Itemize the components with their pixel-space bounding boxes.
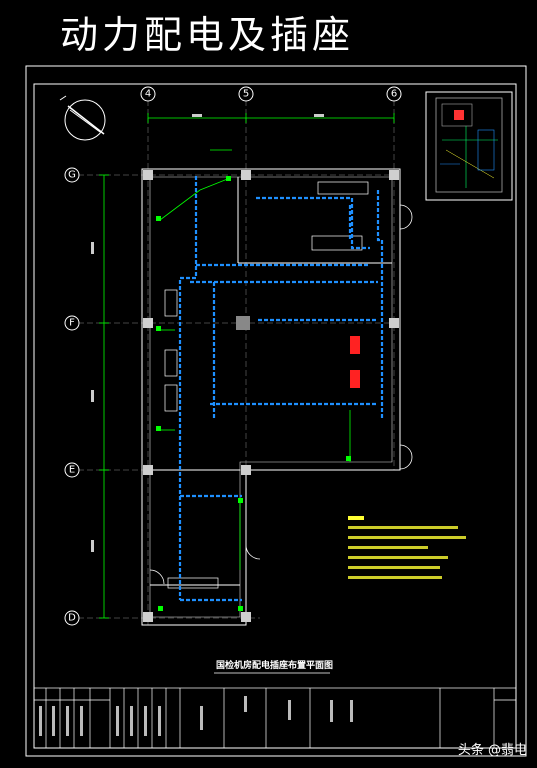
axis-label-f: F — [69, 318, 75, 329]
title-block-entries — [39, 696, 353, 736]
key-plan — [425, 91, 513, 201]
red-panel-2 — [350, 370, 360, 388]
axis-bubble-6 — [386, 86, 402, 102]
equipment — [164, 181, 369, 589]
axis-bubble-4 — [140, 86, 156, 102]
axis-bubble-e — [64, 462, 80, 478]
outer-frame — [25, 65, 527, 757]
page-title: 动力配电及插座 — [60, 13, 355, 57]
inner-frame — [33, 83, 517, 749]
axis-label-6: 6 — [391, 89, 397, 100]
axis-label-g: G — [68, 170, 76, 181]
north-arrow-icon — [59, 95, 106, 141]
watermark: 头条 @翡电 — [457, 743, 527, 758]
cable-runs — [178, 176, 384, 602]
axis-label-e: E — [69, 465, 75, 476]
structural-columns — [143, 170, 399, 622]
axis-bubble-5 — [238, 86, 254, 102]
axis-bubble-f — [64, 315, 80, 331]
design-notes — [348, 516, 466, 579]
axis-label-5: 5 — [243, 89, 249, 100]
red-panel-1 — [350, 336, 360, 354]
feeder-lines — [159, 149, 351, 570]
socket-symbols — [156, 176, 351, 611]
axis-label-d: D — [68, 613, 76, 624]
dimension-values — [91, 114, 324, 552]
title-block — [33, 687, 517, 749]
axis-bubble-g — [64, 167, 80, 183]
doors — [149, 204, 413, 585]
axis-label-4: 4 — [145, 89, 151, 100]
axis-bubble-d — [64, 610, 80, 626]
dimension-lines — [99, 113, 395, 619]
plan-title: 国检机房配电插座布置平面图 — [216, 659, 333, 671]
